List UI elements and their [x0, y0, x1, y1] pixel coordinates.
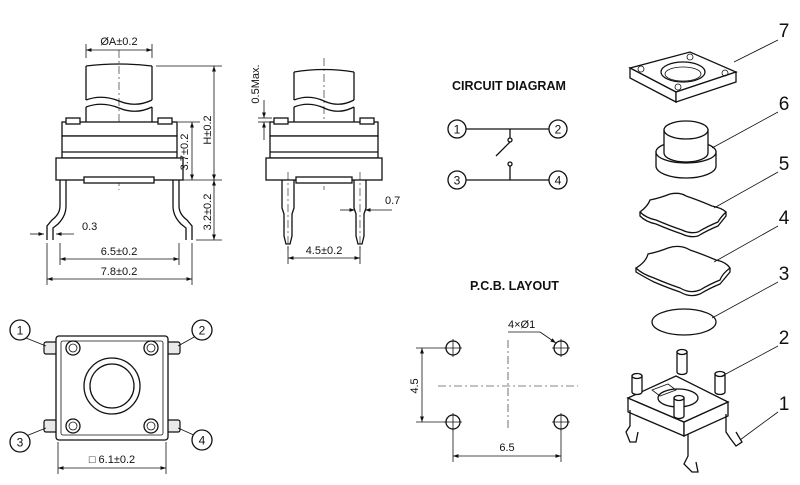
dim-3-7-label: 3.7±0.2 — [179, 134, 191, 171]
circuit-diagram: CIRCUIT DIAGRAM 1 2 3 4 — [447, 79, 568, 190]
part-3-film — [651, 308, 717, 336]
dim-6-5-label: 6.5±0.2 — [101, 246, 138, 258]
pcb-dim-h-label: 4.5 — [409, 378, 421, 393]
dim-H-label: H±0.2 — [202, 115, 214, 144]
part-label-1: 1 — [779, 394, 790, 415]
part-label-3: 3 — [779, 264, 790, 285]
top-pin-2-label: 2 — [199, 324, 206, 338]
top-pin-3-label: 3 — [17, 436, 24, 450]
part-label-6: 6 — [779, 94, 790, 115]
part-label-5: 5 — [779, 154, 790, 175]
top-pin-1-label: 1 — [17, 324, 24, 338]
dim-6-1-label: □ 6.1±0.2 — [89, 454, 135, 466]
dim-0-5-label: 0.5Max. — [250, 64, 262, 103]
part-label-2: 2 — [779, 328, 790, 349]
dim-0-7-label: 0.7 — [385, 195, 400, 207]
circuit-terminal-1: 1 — [454, 123, 461, 137]
circuit-title: CIRCUIT DIAGRAM — [452, 79, 566, 93]
side-view: 0.5Max. 0.7 4.5±0.2 — [250, 58, 400, 264]
part-7-cover — [628, 51, 738, 104]
part-5-sheet — [639, 192, 727, 234]
dim-7-8-label: 7.8±0.2 — [101, 266, 138, 278]
circuit-terminal-4: 4 — [555, 174, 562, 188]
circuit-terminal-3: 3 — [454, 174, 461, 188]
pcb-dim-w-label: 6.5 — [499, 442, 514, 454]
front-view: ØA±0.2 H±0.2 3.7±0.2 3.2±0.2 0.3 6.5±0.2… — [30, 36, 222, 285]
dim-0-3-label: 0.3 — [82, 221, 97, 233]
part-4-contact — [634, 245, 731, 293]
top-view: 1 2 3 4 □ 6.1±0.2 — [9, 319, 213, 474]
pcb-holes-label: 4×Ø1 — [508, 319, 535, 331]
dim-A-label: ØA±0.2 — [100, 36, 137, 48]
circuit-terminal-2: 2 — [555, 123, 562, 137]
pcb-layout: P.C.B. LAYOUT 4×Ø1 4.5 6.5 — [409, 279, 578, 462]
exploded-view: 7 6 5 4 3 2 1 — [625, 21, 790, 473]
part-label-7: 7 — [779, 21, 790, 42]
part-6-actuator — [655, 120, 717, 179]
dim-4-5-label: 4.5±0.2 — [306, 245, 343, 257]
part-1-2-base — [625, 348, 743, 473]
top-pin-4-label: 4 — [199, 434, 206, 448]
pcb-title: P.C.B. LAYOUT — [470, 279, 559, 293]
dim-3-2-label: 3.2±0.2 — [202, 194, 214, 231]
part-label-4: 4 — [779, 208, 790, 229]
